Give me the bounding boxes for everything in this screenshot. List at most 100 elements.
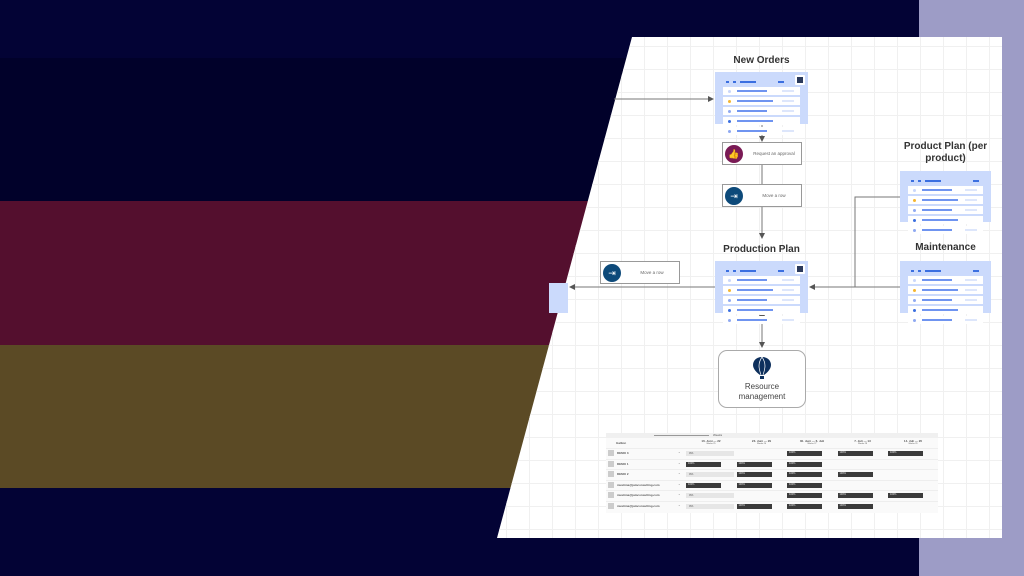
allocation-bar[interactable]: 100%: [736, 472, 772, 477]
partial-sheet-card: [549, 283, 568, 313]
checklist-icon: [795, 75, 805, 85]
chevron-down-icon[interactable]: ⌄: [678, 502, 681, 507]
allocation-bar[interactable]: 100%: [888, 493, 923, 498]
balloon-icon: [753, 356, 771, 379]
sheet-row: [908, 276, 983, 284]
sheet-row: [723, 127, 800, 135]
sheet-header: [723, 79, 800, 85]
request-approval-label: Request an approval: [753, 151, 795, 156]
sheet-row: [908, 216, 983, 224]
gantt-row[interactable]: DEMO 3 ⌄ 0% 100% 100% 100%: [606, 448, 938, 457]
maintenance-sheet-card[interactable]: [900, 261, 991, 324]
sheet-row: [908, 296, 983, 304]
gantt-row[interactable]: DEMO 2⌄0%100%100%100%: [606, 469, 938, 478]
avatar: [608, 450, 614, 456]
chevron-down-icon[interactable]: ⌄: [678, 481, 681, 486]
sheet-row: [908, 306, 983, 314]
gantt-row[interactable]: mustima@jamconsulting.com ⌄ 0% 100% 100% 100%: [606, 490, 938, 499]
sheet-row: [908, 286, 983, 294]
allocation-bar[interactable]: 100%: [787, 472, 822, 477]
move-row-label: Move a row: [640, 270, 664, 275]
new-orders-sheet-card[interactable]: [715, 72, 808, 135]
chevron-down-icon[interactable]: ⌄: [678, 460, 681, 465]
sheet-row: [723, 97, 800, 105]
production-plan-sheet-card[interactable]: [715, 261, 808, 324]
sheet-header: [908, 178, 983, 184]
gantt-toolbar: Weeks: [606, 433, 938, 438]
sheet-row: [723, 87, 800, 95]
move-row-icon: ⇥: [725, 187, 743, 205]
allocation-bar[interactable]: 100%: [686, 461, 721, 467]
resource-name: DEMO 3: [617, 451, 629, 455]
resource-name: DEMO 2: [617, 472, 629, 476]
allocation-bar[interactable]: 100%: [837, 451, 873, 456]
sheet-row: [723, 286, 800, 294]
allocation-bar[interactable]: 100%: [686, 482, 721, 488]
sheet-row: [908, 206, 983, 214]
connector: [809, 196, 900, 290]
maintenance-title: Maintenance: [915, 242, 976, 253]
allocation-bar[interactable]: 100%: [888, 451, 923, 456]
thumbs-up-icon: 👍: [725, 145, 743, 163]
avatar: [608, 460, 614, 467]
sheet-header: [723, 268, 800, 274]
allocation-bar[interactable]: 100%: [837, 472, 873, 477]
production-plan-title: Production Plan: [723, 244, 800, 255]
product-plan-title: Product Plan (per product): [890, 141, 1001, 165]
resource-name: mustima@jamconsulting.com: [617, 482, 660, 487]
allocation-bar[interactable]: 100%: [736, 482, 772, 488]
resource-name: mustima@jamconsulting.com: [617, 503, 660, 508]
allocation-bar[interactable]: 100%: [736, 503, 772, 509]
avatar: [608, 481, 614, 488]
move-row-step-left[interactable]: ⇥ Move a row: [600, 261, 680, 284]
gantt-row[interactable]: mustima@jamconsulting.com⌄0%100%100%100%: [606, 500, 938, 510]
sheet-row: [908, 196, 983, 204]
chevron-down-icon[interactable]: ⌄: [678, 492, 681, 496]
product-plan-sheet-card[interactable]: [900, 171, 991, 234]
allocation-bar[interactable]: 100%: [787, 493, 822, 498]
product-plan-title-line2: product): [925, 153, 966, 164]
chevron-down-icon[interactable]: ⌄: [678, 450, 681, 454]
allocation-empty[interactable]: 0%: [686, 472, 734, 477]
sheet-row: [908, 226, 983, 234]
avatar: [608, 492, 614, 498]
allocation-bar[interactable]: 100%: [787, 461, 822, 467]
request-approval-step[interactable]: 👍 Request an approval: [722, 142, 802, 165]
sheet-row: [908, 316, 983, 324]
chevron-down-icon[interactable]: ⌄: [678, 471, 681, 475]
sheet-row: [723, 306, 800, 314]
sheet-row: [723, 316, 800, 324]
avatar: [608, 502, 614, 509]
product-plan-title-line1: Product Plan (per: [903, 141, 988, 152]
zoom-label: Weeks: [713, 433, 723, 437]
resource-label-line2: management: [738, 392, 786, 401]
allocation-empty[interactable]: 0%: [686, 493, 734, 498]
new-orders-title: New Orders: [733, 55, 790, 66]
zoom-slider[interactable]: [654, 435, 709, 436]
allocation-bar[interactable]: 100%: [837, 493, 873, 498]
allocation-empty[interactable]: 0%: [686, 451, 734, 456]
move-row-label: Move a row: [762, 193, 786, 198]
allocation-bar[interactable]: 100%: [787, 503, 822, 509]
sheet-row: [723, 117, 800, 125]
allocation-bar[interactable]: 100%: [787, 451, 822, 456]
move-row-step[interactable]: ⇥ Move a row: [722, 184, 802, 207]
checklist-icon: [795, 264, 805, 274]
allocation-bar[interactable]: 100%: [787, 482, 822, 488]
sheet-row: [908, 186, 983, 194]
allocation-bar[interactable]: 100%: [837, 503, 873, 509]
move-row-icon: ⇥: [603, 264, 621, 282]
resource-management-node[interactable]: Resource management: [718, 350, 806, 408]
allocation-empty[interactable]: 0%: [686, 503, 734, 509]
gantt-row[interactable]: mustima@jamconsulting.com ⌄ 100% 100% 100%: [606, 479, 938, 489]
sheet-row: [723, 276, 800, 284]
gantt-row[interactable]: DEMO 1⌄100%100%100%: [606, 458, 938, 468]
gantt-first-col-header: Gallion: [616, 441, 627, 445]
resource-name: mustima@jamconsulting.com: [617, 493, 660, 497]
allocation-bar[interactable]: 100%: [736, 461, 772, 467]
